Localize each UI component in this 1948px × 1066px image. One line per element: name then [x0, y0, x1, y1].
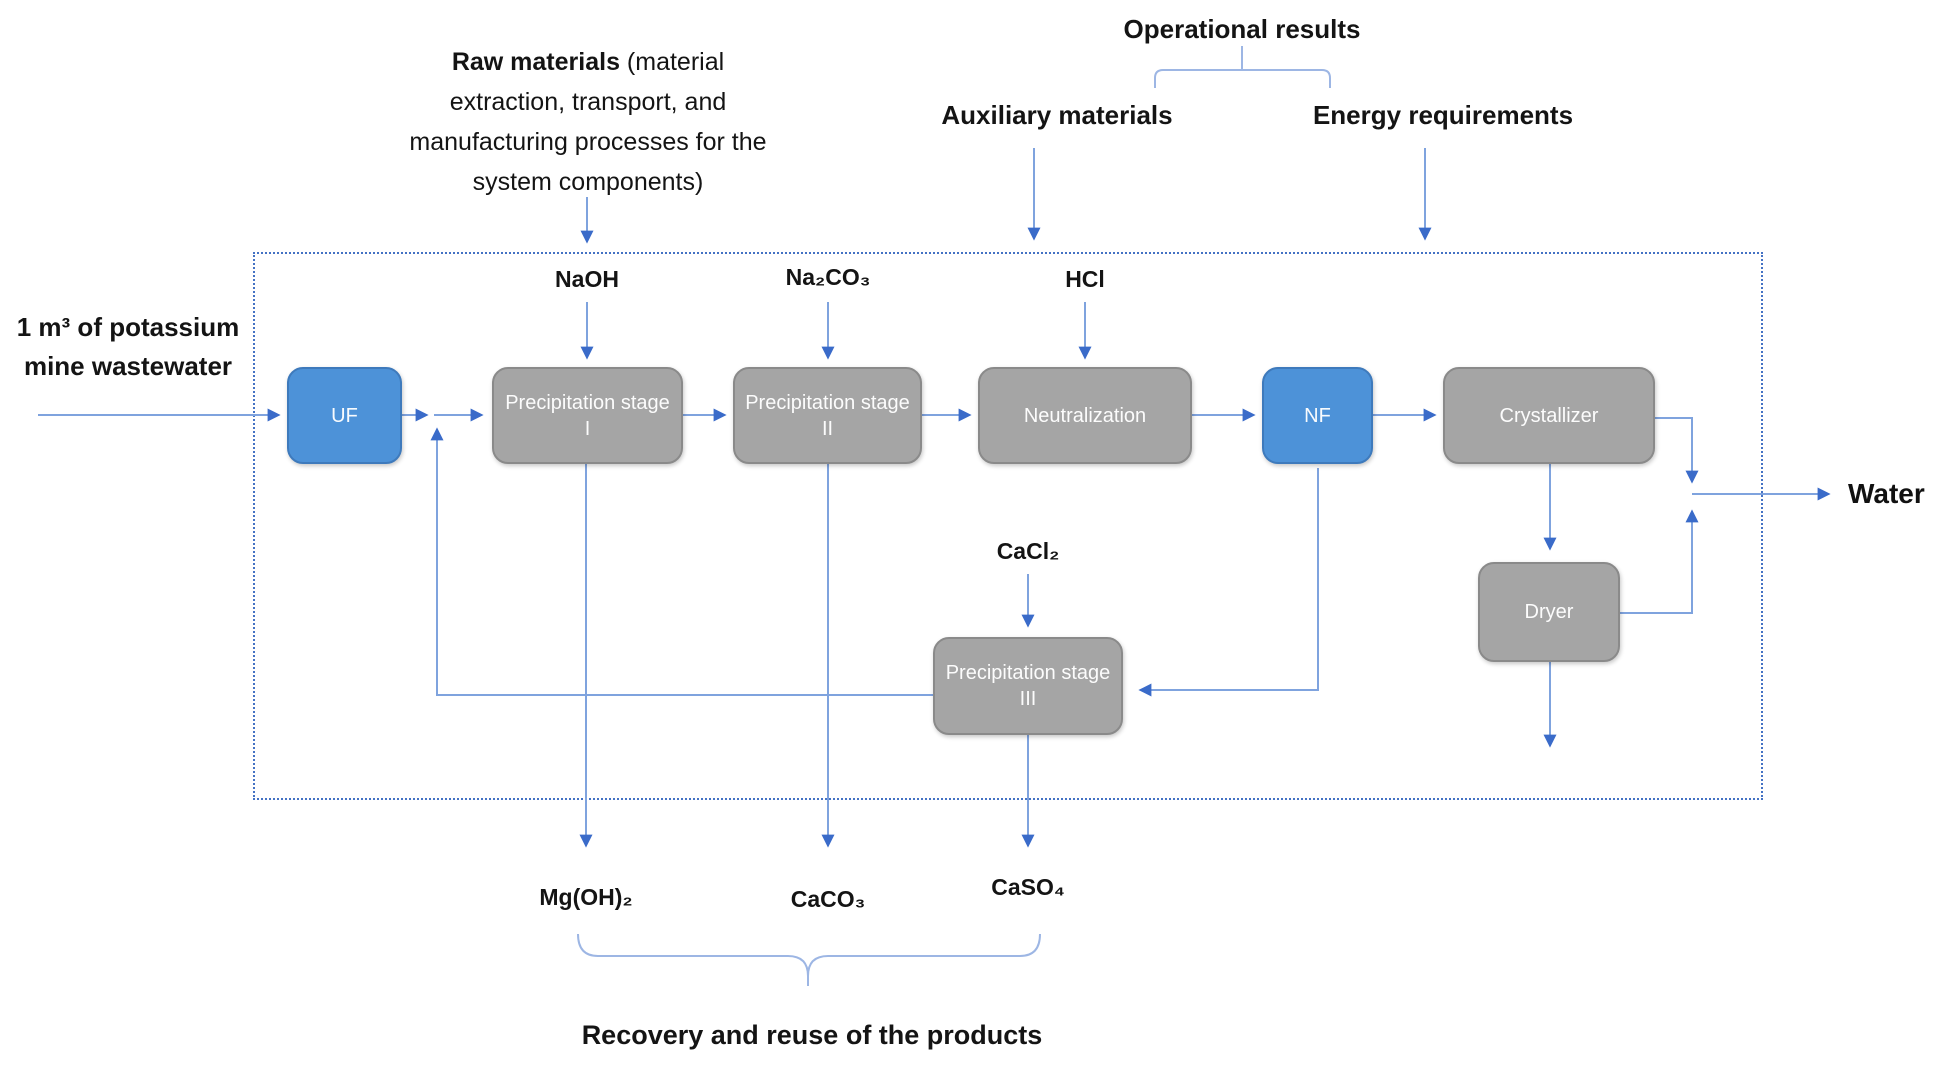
node-nf: NF [1262, 367, 1373, 464]
node-neutralization: Neutralization [978, 367, 1192, 464]
product-caso4-label: CaSO₄ [991, 874, 1065, 900]
arrow-dryer-to-junction [1620, 509, 1699, 614]
operational-results-brace [1154, 69, 1331, 88]
product-caco3-label: CaCO₃ [790, 886, 866, 912]
energy-requirements-label: Energy requirements [1312, 100, 1574, 130]
water-output-label: Water [1848, 478, 1925, 509]
chemical-cacl2-label: CaCl₂ [996, 538, 1060, 564]
products-underbrace-right [807, 933, 1041, 986]
recovery-caption: Recovery and reuse of the products [581, 1020, 1043, 1050]
arrow-nf-precip3 [1138, 468, 1319, 697]
node-precipitation-stage-3: Precipitation stage III [933, 637, 1123, 735]
chemical-na2co3-label: Na₂CO₃ [785, 264, 871, 290]
node-precipitation-stage-2: Precipitation stage II [733, 367, 922, 464]
products-underbrace-left [577, 933, 809, 986]
node-precipitation-stage-1: Precipitation stage I [492, 367, 683, 464]
raw-materials-bold: Raw materials [451, 48, 620, 76]
chemical-naoh-label: NaOH [555, 266, 619, 292]
arrow-precip3-recycle [430, 427, 933, 696]
arrow-crystallizer-to-junction [1655, 417, 1699, 484]
system-boundary-box [253, 252, 1763, 800]
node-uf: UF [287, 367, 402, 464]
raw-materials-label: Raw materials (material extraction, tran… [402, 42, 774, 202]
node-crystallizer: Crystallizer [1443, 367, 1655, 464]
node-dryer: Dryer [1478, 562, 1620, 662]
operational-results-label: Operational results [1123, 14, 1361, 44]
raw-materials-rest: (material extraction, transport, and man… [409, 48, 767, 196]
input-stream-label: 1 m³ of potassium mine wastewater [16, 312, 240, 381]
chemical-hcl-label: HCl [1065, 266, 1105, 292]
auxiliary-materials-label: Auxiliary materials [941, 100, 1173, 130]
product-mgoh2-label: Mg(OH)₂ [539, 884, 633, 910]
